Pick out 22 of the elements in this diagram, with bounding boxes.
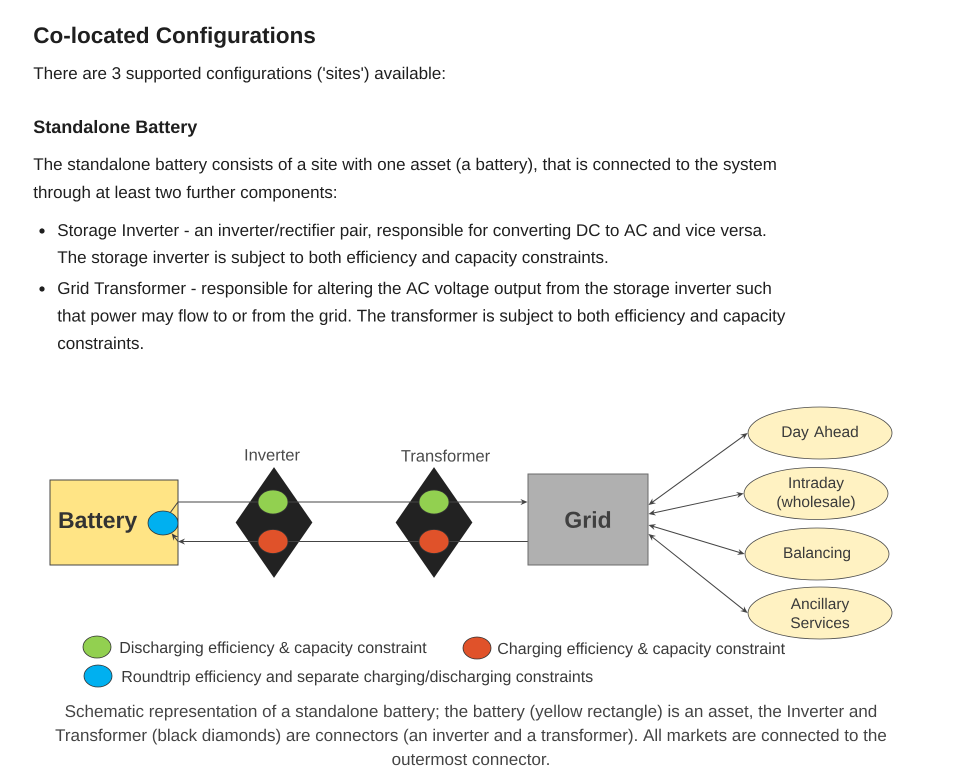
marker-dot xyxy=(258,529,288,554)
paragraph: The standalone battery consists of a site with one asset (a battery), that is connected to the system through at least two further components: xyxy=(34,158,776,202)
bullet-text: Storage Inverter - an inverter/rectifier pair, responsible for converting DC to AC and vice versa. The storage inverter is subject to both efficiency and capacity constraints. xyxy=(58,224,766,267)
connector-line xyxy=(288,541,420,542)
connector-line xyxy=(170,502,258,513)
section-heading: Standalone Battery xyxy=(34,120,198,137)
bullet-text: Grid Transformer - responsible for altering the AC voltage output from the storage inverter such that power may flow to or from the grid. The transformer is subject to both efficiency and capacity constraints. xyxy=(58,282,786,350)
marker-dot xyxy=(148,510,178,536)
marker-dot xyxy=(258,490,288,514)
legend-text: Charging efficiency & capacity constraint xyxy=(498,642,785,658)
connector-line xyxy=(448,541,528,542)
legend-text: Discharging efficiency & capacity constraint xyxy=(120,641,426,656)
grid-box: Grid xyxy=(528,474,648,566)
marker-dot xyxy=(418,490,450,514)
page-title: Co-located Configurations xyxy=(34,26,315,48)
marker-dot xyxy=(418,529,450,554)
diamond-label: Inverter xyxy=(246,449,300,461)
intro-text: There are 3 supported configurations ('sites') available: xyxy=(34,66,444,83)
legend-text: Roundtrip efficiency and separate charging/discharging constraints xyxy=(122,670,593,686)
caption: Schematic representation of a standalone battery; the battery (yellow rectangle) is an asset, the Inverter and Transformer (black diamonds) are connectors (an inverter and a transformer). All markets are connected to the outermost connector. xyxy=(56,704,886,766)
battery-box: Battery xyxy=(50,480,178,566)
diamond-label: Transformer xyxy=(401,450,490,462)
